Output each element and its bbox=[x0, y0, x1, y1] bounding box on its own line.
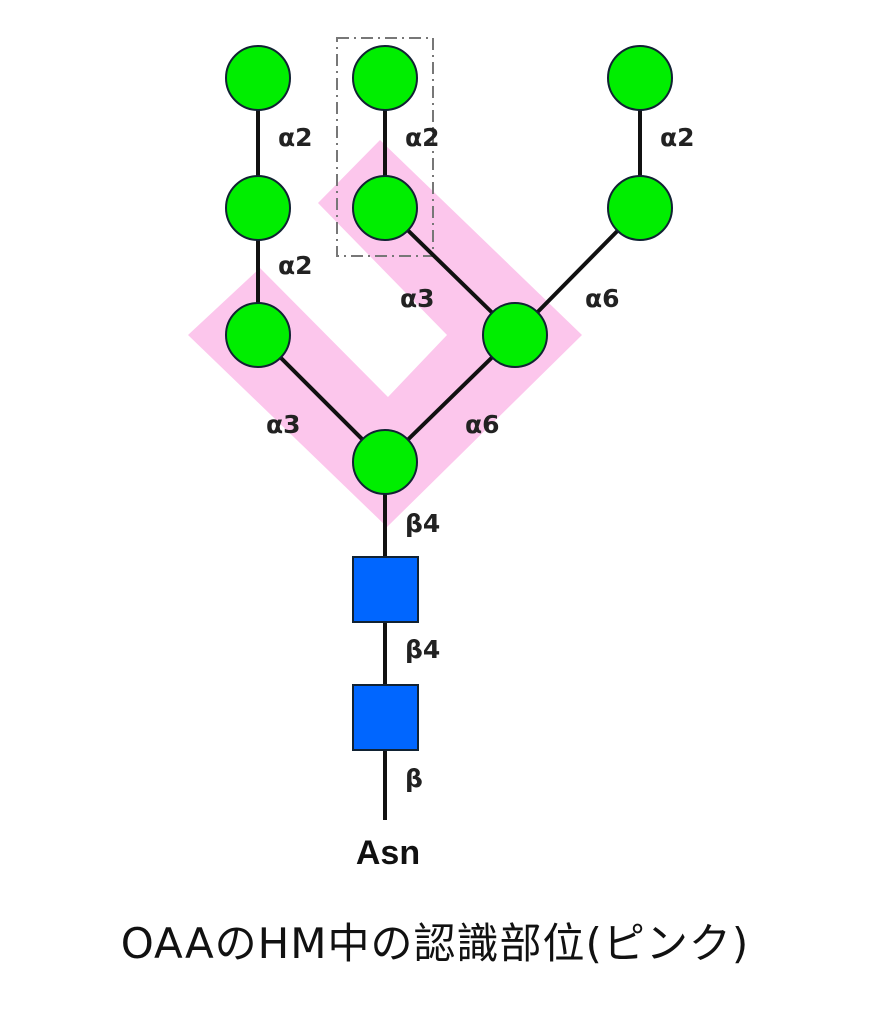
mannose-node bbox=[225, 175, 291, 241]
recognition-site-highlight bbox=[188, 140, 582, 527]
mannose-node bbox=[352, 175, 418, 241]
mannose-node bbox=[352, 429, 418, 495]
dashed-box bbox=[336, 37, 434, 257]
asn-label: Asn bbox=[356, 834, 420, 872]
linkage-label: β bbox=[405, 764, 423, 793]
glcnac-node bbox=[352, 684, 419, 751]
linkage-label: α6 bbox=[585, 284, 620, 313]
linkage-label: α6 bbox=[465, 410, 500, 439]
mannose-node bbox=[352, 45, 418, 111]
mannose-node bbox=[225, 45, 291, 111]
linkage-label: α2 bbox=[278, 251, 313, 280]
linkage-label: α2 bbox=[660, 123, 695, 152]
linkage-label: β4 bbox=[405, 635, 440, 664]
mannose-node bbox=[225, 302, 291, 368]
mannose-node bbox=[607, 175, 673, 241]
mannose-node bbox=[607, 45, 673, 111]
linkage-label: α3 bbox=[266, 410, 301, 439]
linkage-label: β4 bbox=[405, 509, 440, 538]
linkage-label: α2 bbox=[405, 123, 440, 152]
glcnac-node bbox=[352, 556, 419, 623]
mannose-node bbox=[482, 302, 548, 368]
linkage-label: α3 bbox=[400, 284, 435, 313]
caption: OAAのHM中の認識部位(ピンク) bbox=[120, 919, 750, 968]
linkage-label: α2 bbox=[278, 123, 313, 152]
